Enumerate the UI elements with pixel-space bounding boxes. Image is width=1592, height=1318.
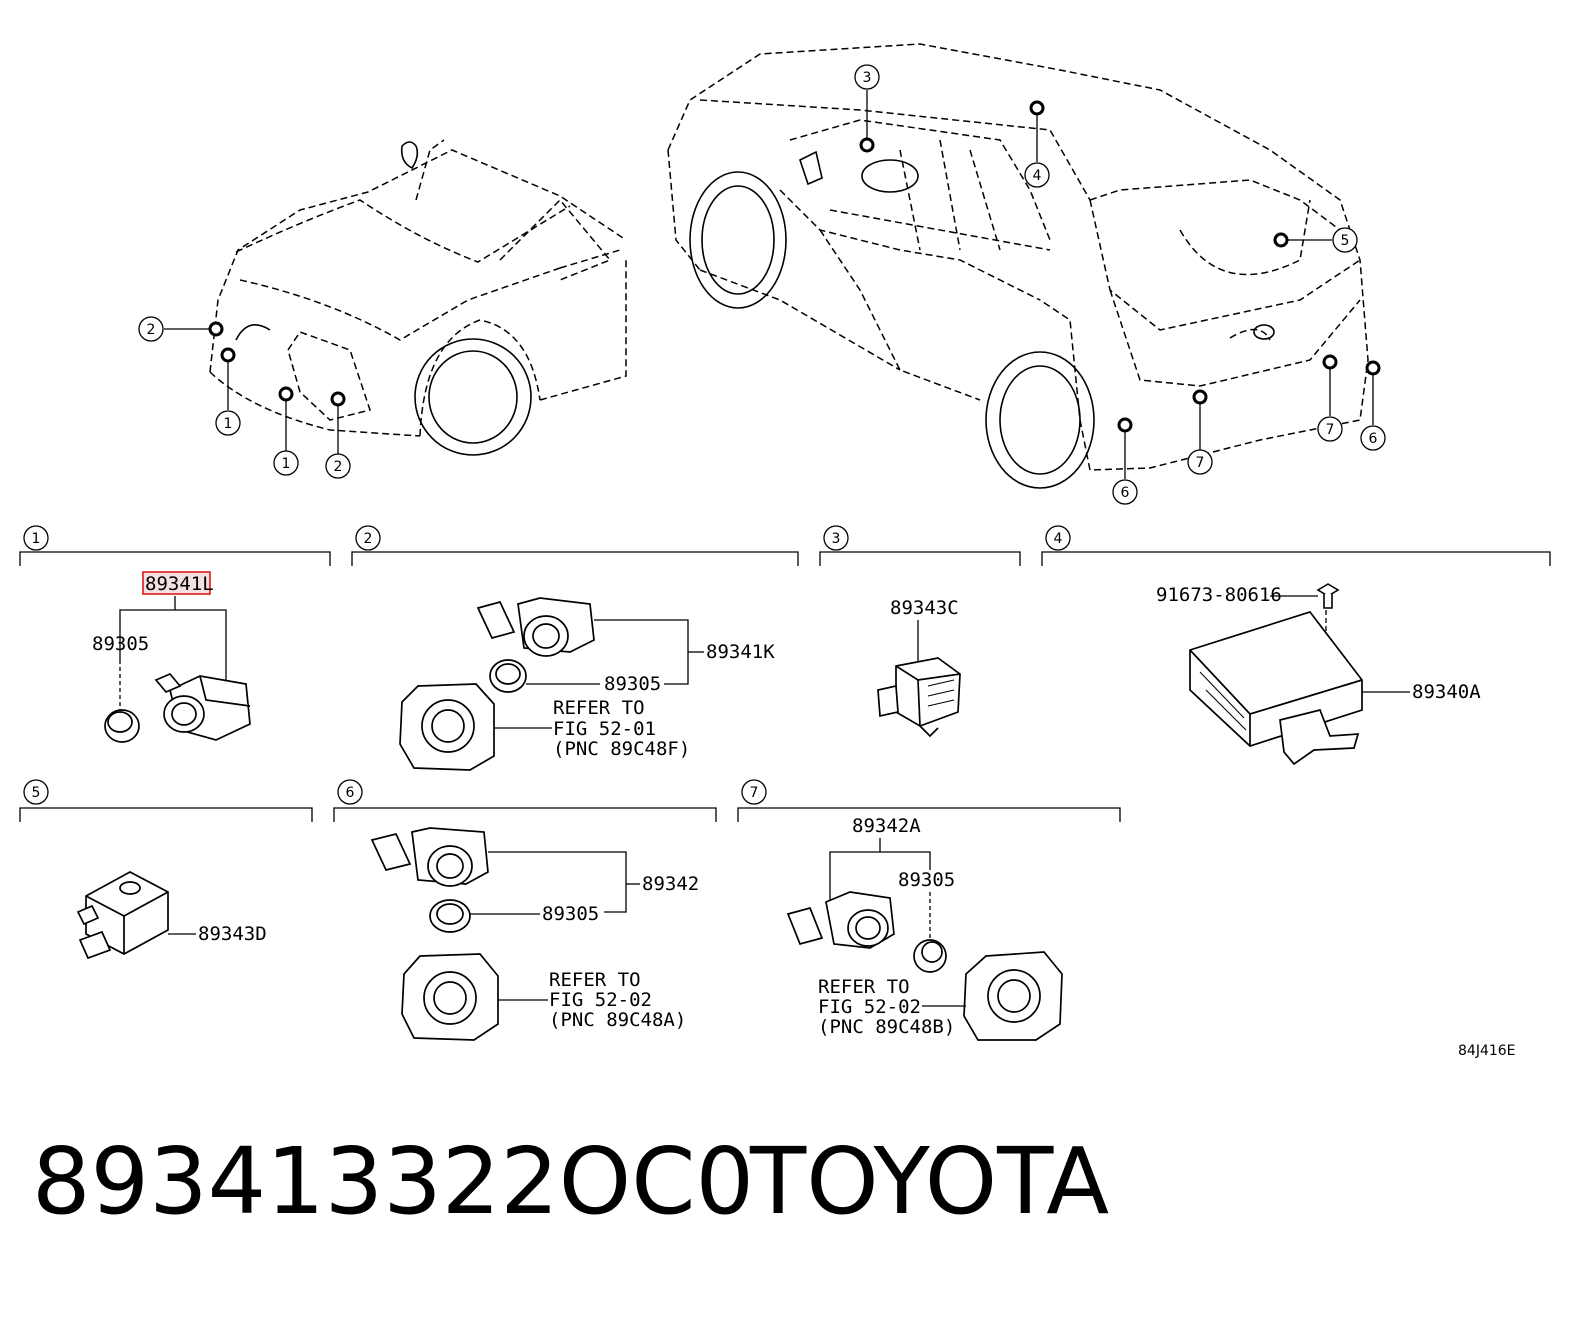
section-7-number: 7 [741,779,767,805]
front-sensor-markers [208,321,346,407]
part-89305-s2[interactable]: 89305 [604,673,661,695]
grommet-ring-icon [104,709,140,743]
control-module-icon [877,657,961,738]
svg-text:1: 1 [282,456,291,472]
section-3: 89343C [877,597,961,738]
svg-text:6: 6 [1369,431,1378,447]
svg-text:7: 7 [750,785,759,801]
section-1: 89341L 89305 [92,571,251,743]
refer-s7-line2: FIG 52-02 [818,996,921,1018]
svg-text:5: 5 [32,785,41,801]
control-module-icon [76,871,169,960]
svg-text:1: 1 [224,416,233,432]
svg-text:2: 2 [364,531,373,547]
refer-s2-line2: FIG 52-01 [553,718,656,740]
part-89342A[interactable]: 89342A [852,815,921,837]
svg-text:7: 7 [1326,422,1335,438]
part-number-title: 893413322OC0 [32,1128,754,1235]
part-91673-80616[interactable]: 91673-80616 [1156,584,1282,606]
highlight-box [142,571,211,595]
section-7: 89342A 89305 REFER TO FIG 52-02 (PNC 89C… [786,815,1063,1041]
callout-rear-4: 4 [1024,162,1050,188]
svg-text:4: 4 [1033,168,1042,184]
svg-text:7: 7 [1196,455,1205,471]
parking-sensor-icon [370,827,489,887]
brand-title: TOYOTA [750,1128,1110,1235]
section-2-number: 2 [355,525,381,551]
callout-rear-5: 5 [1332,227,1358,253]
section-2: 89341K 89305 REFER TO FIG 52-01 (PNC 89C… [399,597,775,771]
part-89343C[interactable]: 89343C [890,597,959,619]
refer-s6-line3: (PNC 89C48A) [549,1009,686,1031]
svg-text:3: 3 [863,70,872,86]
callout-rear-7b: 7 [1317,416,1343,442]
part-89342[interactable]: 89342 [642,873,699,895]
part-89340A[interactable]: 89340A [1412,681,1481,703]
retainer-bracket-icon [963,951,1063,1041]
section-5-number: 5 [23,779,49,805]
part-89305-s6[interactable]: 89305 [542,903,599,925]
svg-text:1: 1 [32,531,41,547]
refer-s7-line1: REFER TO [818,976,910,998]
refer-s2-line3: (PNC 89C48F) [553,738,690,760]
part-89341K[interactable]: 89341K [706,641,775,663]
callout-front-1b: 1 [273,450,299,476]
section-1-number: 1 [23,525,49,551]
retainer-bracket-icon [401,953,499,1041]
figure-code: 84J416E [1458,1043,1516,1059]
svg-text:5: 5 [1341,233,1350,249]
svg-text:2: 2 [334,459,343,475]
refer-s6-line1: REFER TO [549,969,641,991]
callout-rear-7a: 7 [1187,449,1213,475]
refer-s2-line1: REFER TO [553,697,645,719]
parking-sensor-icon [476,597,595,657]
svg-text:6: 6 [1121,485,1130,501]
section-6-number: 6 [337,779,363,805]
callout-rear-6b: 6 [1360,425,1386,451]
part-89305-s1[interactable]: 89305 [92,633,149,655]
part-89343D[interactable]: 89343D [198,923,267,945]
callout-front-2a: 2 [138,316,164,342]
bolt-icon [1316,583,1340,609]
parking-sensor-icon [786,891,895,949]
grommet-ring-icon [489,659,527,693]
part-89341L[interactable]: 89341L [145,573,214,595]
parking-sensor-icon [154,672,251,741]
retainer-bracket-icon [399,683,495,771]
svg-text:3: 3 [832,531,841,547]
callout-front-2b: 2 [325,453,351,479]
callout-front-1a: 1 [215,410,241,436]
svg-text:4: 4 [1054,531,1063,547]
callout-rear-3: 3 [854,64,880,90]
part-89305-s7[interactable]: 89305 [898,869,955,891]
ecu-module-icon [1189,611,1363,766]
rear-sensor-markers [859,100,1381,433]
svg-text:2: 2 [147,322,156,338]
section-5: 89343D [76,871,267,960]
section-4: 91673-80616 89340A [1156,583,1481,766]
grommet-ring-icon [429,899,471,933]
section-4-number: 4 [1045,525,1071,551]
front-car-illustration [209,139,627,437]
svg-text:6: 6 [346,785,355,801]
refer-s6-line2: FIG 52-02 [549,989,652,1011]
refer-s7-line3: (PNC 89C48B) [818,1016,955,1038]
section-3-number: 3 [823,525,849,551]
grommet-ring-icon [913,939,947,973]
section-6: 89342 89305 REFER TO FIG 52-02 (PNC 89C4… [370,827,699,1041]
callout-rear-6a: 6 [1112,479,1138,505]
